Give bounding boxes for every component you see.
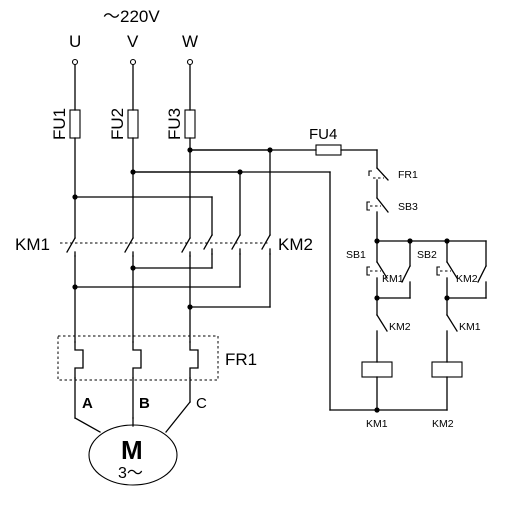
terminal-w [186,58,194,66]
fr1-label: FR1 [225,350,257,369]
phase-w-label: W [182,32,198,51]
terminal-a-label: A [82,395,93,412]
fu3-label: FU3 [165,108,184,140]
fu1-label: FU1 [50,108,69,140]
coil-km1-symbol [361,361,393,378]
terminal-b-label: B [139,395,150,412]
contactor-contacts [60,234,271,257]
km2-hold-label: KM2 [456,273,478,285]
motor-circle [88,424,178,486]
sb3-label: SB3 [398,201,418,213]
coil-km1-label: KM1 [366,418,388,430]
km2-label: KM2 [278,235,313,254]
fuse-fu4 [315,144,342,156]
terminal-v [129,58,137,66]
terminal-c-label: C [196,395,207,412]
km1-hold-label: KM1 [382,273,404,285]
sb1-label: SB1 [346,249,366,261]
sb3-button-mark [366,201,370,211]
supply-voltage-label: ～220V [103,7,160,26]
fuse-fu3 [184,109,196,139]
sb2-button-mark [436,266,440,276]
motor-phase: 3～ [118,465,143,482]
km1-label: KM1 [15,235,50,254]
coil-km2-symbol [431,361,463,378]
fr1-thermal-mark [368,170,372,176]
km1-interlock-label: KM1 [459,321,481,333]
junction-dots [72,147,450,413]
overload-relay-fr1 [57,335,219,433]
sb2-label: SB2 [417,249,437,261]
motor-symbol: M [121,435,143,465]
main-circuit-wires [71,58,378,411]
fuse-symbols [69,109,342,156]
fu2-label: FU2 [108,108,127,140]
fuse-fu2 [127,109,139,139]
km2-interlock-label: KM2 [389,321,411,333]
phase-v-label: V [127,32,139,51]
terminal-u [71,58,79,66]
overload-enclosure [57,335,219,381]
coil-km2-label: KM2 [432,418,454,430]
control-circuit [329,149,487,411]
fr1-contact-label: FR1 [398,169,418,181]
phase-u-label: U [69,32,81,51]
fu4-label: FU4 [309,126,337,143]
sb1-button-mark [366,266,370,276]
fuse-fu1 [69,109,81,139]
